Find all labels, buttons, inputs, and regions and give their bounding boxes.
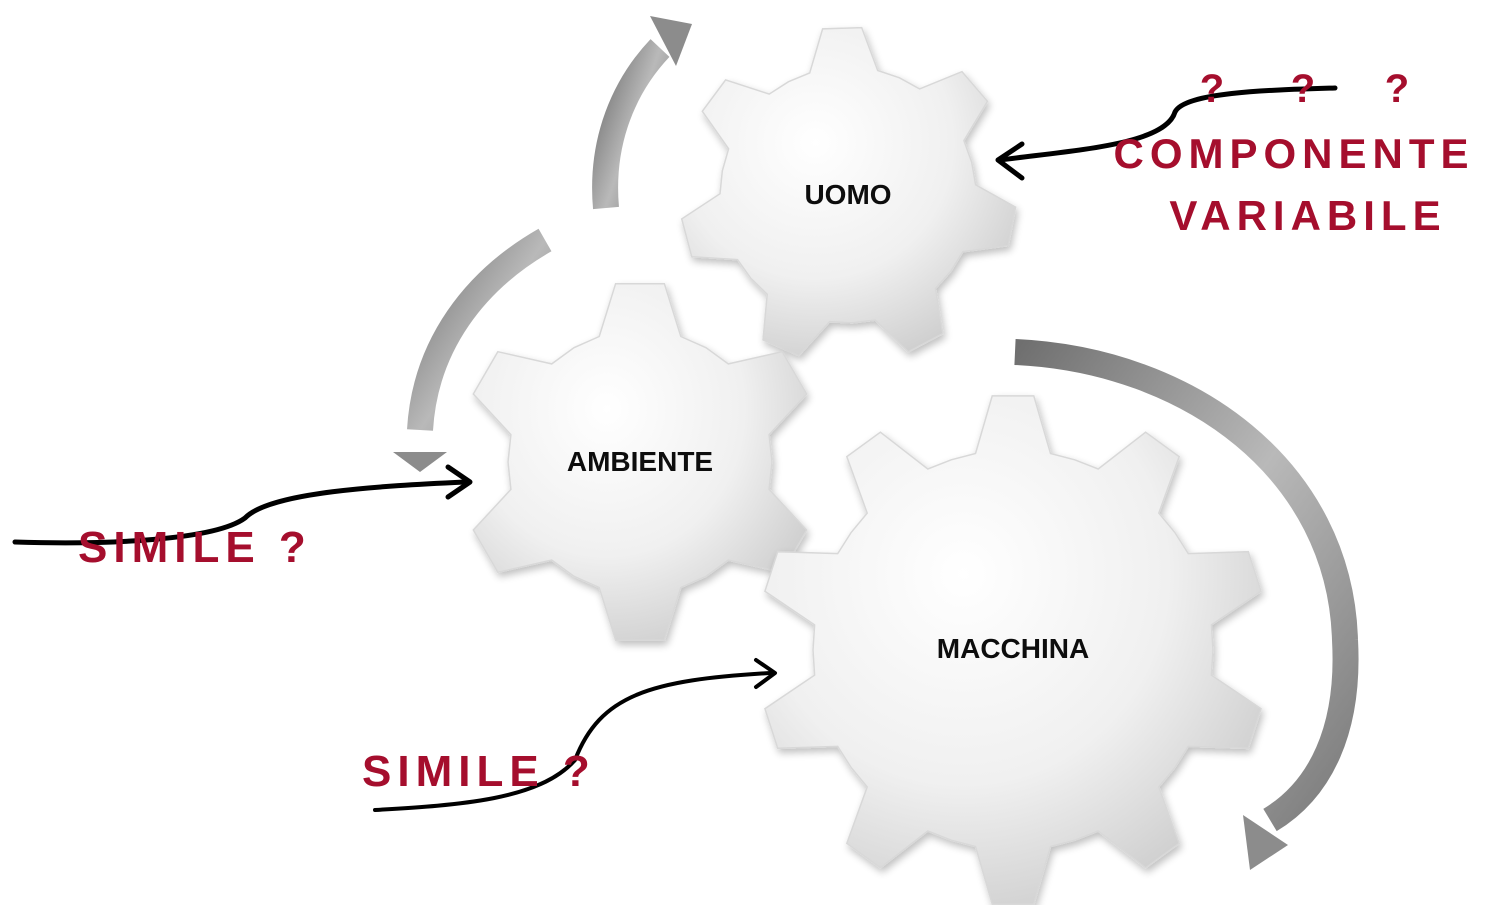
question-mark-2: ? — [1291, 67, 1321, 111]
gear-uomo-label: UOMO — [804, 179, 891, 210]
gear-uomo: UOMO — [680, 26, 1017, 357]
componente-label: COMPONENTE — [1113, 130, 1474, 177]
pointer-arrow-to-macchina — [373, 658, 777, 812]
question-mark-3: ? — [1385, 67, 1415, 111]
simile-bottom-label: SIMILE ? — [362, 747, 596, 796]
cycle-arrow-top — [592, 16, 692, 210]
gear-macchina: MACCHINA — [764, 395, 1262, 905]
gear-ambiente: AMBIENTE — [472, 282, 808, 642]
gear-ambiente-label: AMBIENTE — [567, 446, 713, 477]
pointer-arrow-to-ambiente — [12, 464, 473, 546]
pointer-arrow-to-uomo — [995, 85, 1338, 181]
cycle-arrow-right — [1014, 339, 1359, 870]
variabile-label: VARIABILE — [1169, 192, 1446, 239]
gear-macchina-label: MACCHINA — [937, 633, 1089, 664]
cycle-arrow-left — [393, 228, 552, 472]
question-mark-1: ? — [1200, 67, 1230, 111]
simile-left-label: SIMILE ? — [78, 523, 312, 572]
